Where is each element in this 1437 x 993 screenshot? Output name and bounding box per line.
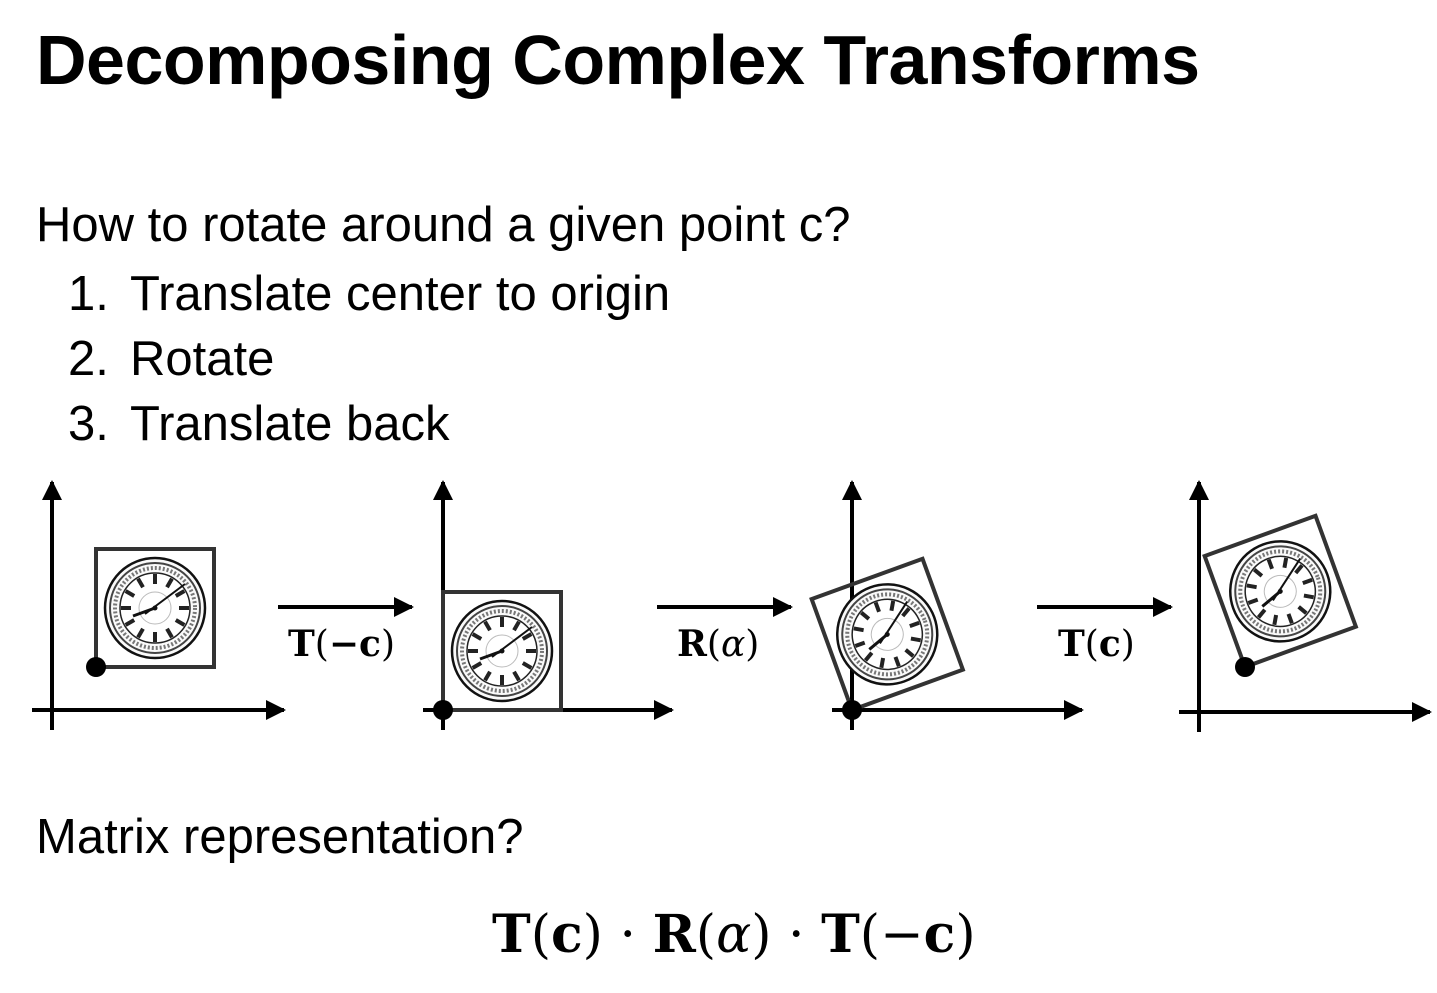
composite-formula: T(c) · R(α) · T(−c)	[492, 904, 976, 965]
step-label-translate-neg: T(−c)	[288, 623, 395, 665]
matrix-question: Matrix representation?	[36, 810, 524, 864]
step-text: Translate back	[130, 397, 450, 451]
slide-title: Decomposing Complex Transforms	[36, 21, 1200, 99]
transition-translate-to-origin: T(−c)	[278, 597, 414, 665]
step-number: 1.	[68, 267, 109, 321]
clock-icon	[103, 556, 207, 660]
transition-translate-back: T(c)	[1037, 597, 1173, 665]
clock-frame	[809, 556, 966, 713]
clock-frame	[94, 547, 216, 669]
clock-frame	[441, 590, 563, 712]
step-2: 2. Rotate	[68, 327, 670, 392]
clock-icon	[450, 599, 554, 703]
transform-diagram: T(−c) R(α) T(c)	[32, 480, 1432, 732]
panel-final	[1179, 480, 1432, 732]
panel-rotated	[809, 480, 1084, 730]
step-text: Translate center to origin	[130, 267, 671, 321]
clock-frame	[1202, 513, 1359, 670]
step-1: 1. Translate center to origin	[68, 262, 670, 327]
center-point-marker	[1235, 657, 1255, 677]
step-text: Rotate	[130, 332, 275, 386]
center-point-marker	[433, 700, 453, 720]
step-3: 3. Translate back	[68, 392, 670, 457]
panel-original	[32, 480, 286, 730]
center-point-marker	[842, 700, 862, 720]
center-point-marker	[86, 657, 106, 677]
rotation-question: How to rotate around a given point c?	[36, 198, 851, 252]
steps-list: 1. Translate center to origin 2. Rotate 3.…	[68, 262, 670, 457]
panel-translated	[423, 480, 674, 730]
step-number: 3.	[68, 397, 109, 451]
step-number: 2.	[68, 332, 109, 386]
step-label-translate-back: T(c)	[1058, 623, 1135, 665]
transition-rotate: R(α)	[657, 597, 793, 665]
step-label-rotate: R(α)	[677, 623, 759, 665]
